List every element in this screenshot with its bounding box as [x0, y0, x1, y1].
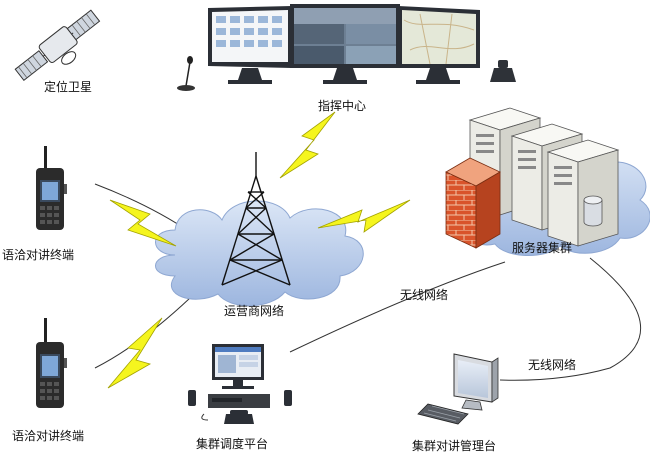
management-platform-label: 集群对讲管理台	[412, 439, 497, 453]
lightning-right	[317, 199, 411, 233]
server-3	[546, 139, 620, 247]
command-center-label: 指挥中心	[318, 99, 367, 113]
lightning-icons	[107, 111, 411, 389]
line-cloud-radio-bottom	[94, 297, 191, 369]
firewall-icon	[445, 157, 501, 249]
satellite-label: 定位卫星	[44, 80, 93, 94]
cell-tower-icon	[221, 152, 291, 286]
radio-top-label: 语洽对讲终端	[2, 248, 75, 262]
monitor-center	[290, 4, 400, 84]
operator-cloud	[155, 200, 364, 307]
monitor-right	[398, 6, 480, 84]
lightning-bottom	[107, 317, 163, 389]
wireless-network-label-2: 无线网络	[528, 358, 577, 372]
lightning-left	[109, 199, 177, 247]
management-console-icon	[417, 353, 499, 425]
dispatch-platform-label: 集群调度平台	[196, 437, 269, 451]
microphone-icon	[177, 56, 195, 91]
desk-phone-icon	[490, 60, 516, 82]
line-server-management	[499, 257, 642, 381]
monitor-left	[208, 6, 292, 84]
storage-cylinder-icon	[583, 195, 603, 227]
line-cloud-dispatch	[289, 261, 506, 353]
command-center-icon	[177, 4, 516, 91]
satellite-icon	[14, 9, 101, 81]
server-cluster-label: 服务器集群	[512, 241, 573, 255]
wireless-network-label-1: 无线网络	[400, 288, 449, 302]
radio-bottom-label: 语洽对讲终端	[12, 429, 85, 443]
dispatch-platform-icon	[188, 344, 292, 424]
operator-network-label: 运营商网络	[224, 304, 285, 318]
lightning-top	[279, 111, 336, 179]
radio-top-icon	[36, 146, 67, 230]
radio-bottom-icon	[36, 318, 67, 408]
